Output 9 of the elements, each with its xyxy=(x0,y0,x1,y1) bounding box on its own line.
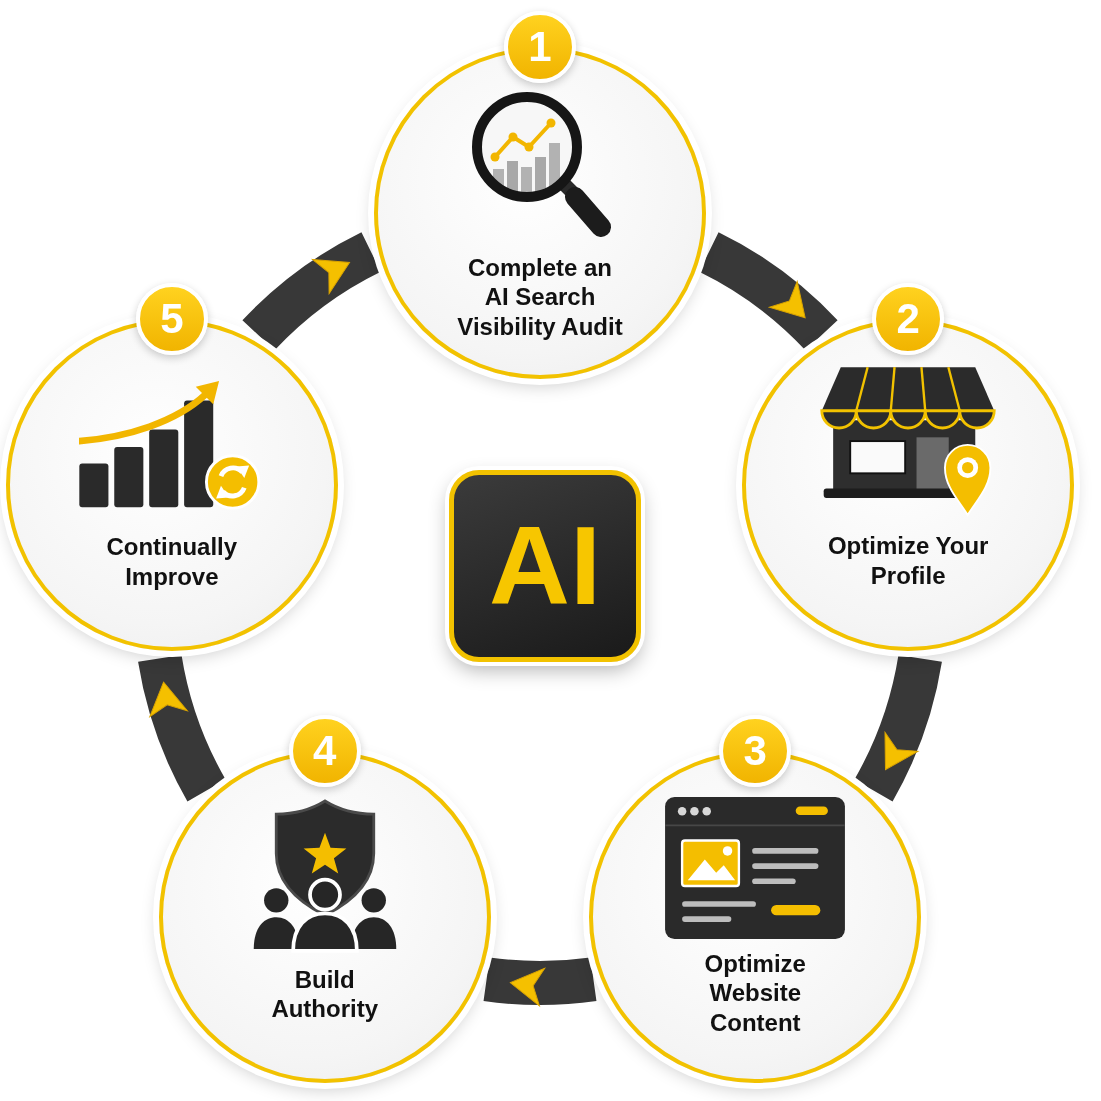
step-title: Build Authority xyxy=(270,965,380,1024)
cycle-arrow xyxy=(853,654,942,801)
ai-label: AI xyxy=(489,510,601,622)
step-title: Complete an AI Search Visibility Audit xyxy=(456,253,624,341)
step-title: Optimize Website Content xyxy=(703,949,807,1037)
cycle-arrow xyxy=(484,957,596,1005)
cycle-arrow xyxy=(138,654,227,801)
step-title: Continually Improve xyxy=(105,532,239,591)
step-title: Optimize Your Profile xyxy=(826,531,990,590)
